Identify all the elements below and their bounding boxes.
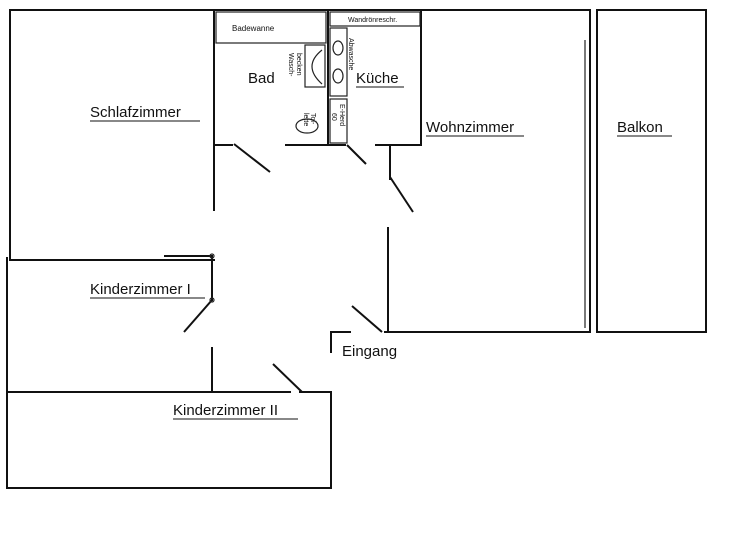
bathtub-label: Badewanne	[232, 24, 275, 33]
sink-basin-1	[332, 40, 344, 56]
door-bad	[233, 143, 271, 173]
label-schlafzimmer: Schlafzimmer	[90, 104, 181, 121]
toilet-label-2: lette	[302, 113, 309, 126]
toilet-label-1: Toi-	[309, 113, 316, 125]
door-hinge	[209, 253, 215, 259]
label-wohnzimmer: Wohnzimmer	[426, 119, 514, 136]
door-eingang	[351, 305, 383, 333]
washbasin-cabinet	[304, 44, 326, 88]
door-kinderzimmer-1	[183, 299, 213, 333]
stove-label-2: E-Herd	[338, 104, 345, 126]
walls	[6, 9, 707, 489]
label-eingang: Eingang	[342, 343, 397, 360]
bathtub	[215, 11, 327, 44]
wall-cabinet	[329, 11, 421, 27]
label-kinderzimmer-1: Kinderzimmer I	[90, 281, 191, 298]
stove-label-1: 60	[330, 113, 337, 121]
door-kueche	[346, 144, 367, 165]
label-bad: Bad	[248, 70, 275, 87]
sink-label: Abwasche	[347, 38, 354, 70]
label-balkon: Balkon	[617, 119, 663, 136]
sink	[329, 27, 348, 97]
wall-cabinet-label: Wandrönreschr.	[348, 17, 397, 24]
sink-basin-2	[332, 68, 344, 84]
door-kinderzimmer-2	[272, 363, 303, 393]
door-hinge-2	[209, 297, 215, 303]
washbasin-label-2: becken	[295, 53, 302, 76]
label-kinderzimmer-2: Kinderzimmer II	[173, 402, 278, 419]
room-labels: Schlafzimmer Bad Küche Wohnzimmer Balkon…	[90, 70, 672, 420]
door-wohnzimmer	[389, 176, 414, 213]
toilet-bowl	[295, 118, 319, 134]
washbasin-label-1: Wasch-	[287, 53, 294, 77]
washbasin-bowl	[311, 49, 323, 85]
doors	[183, 143, 414, 393]
fixtures: Badewanne Wasch- becken Toi- lette Wandr…	[215, 11, 421, 144]
label-kueche: Küche	[356, 70, 399, 87]
stove	[329, 98, 348, 144]
balkon-outline	[596, 9, 707, 333]
